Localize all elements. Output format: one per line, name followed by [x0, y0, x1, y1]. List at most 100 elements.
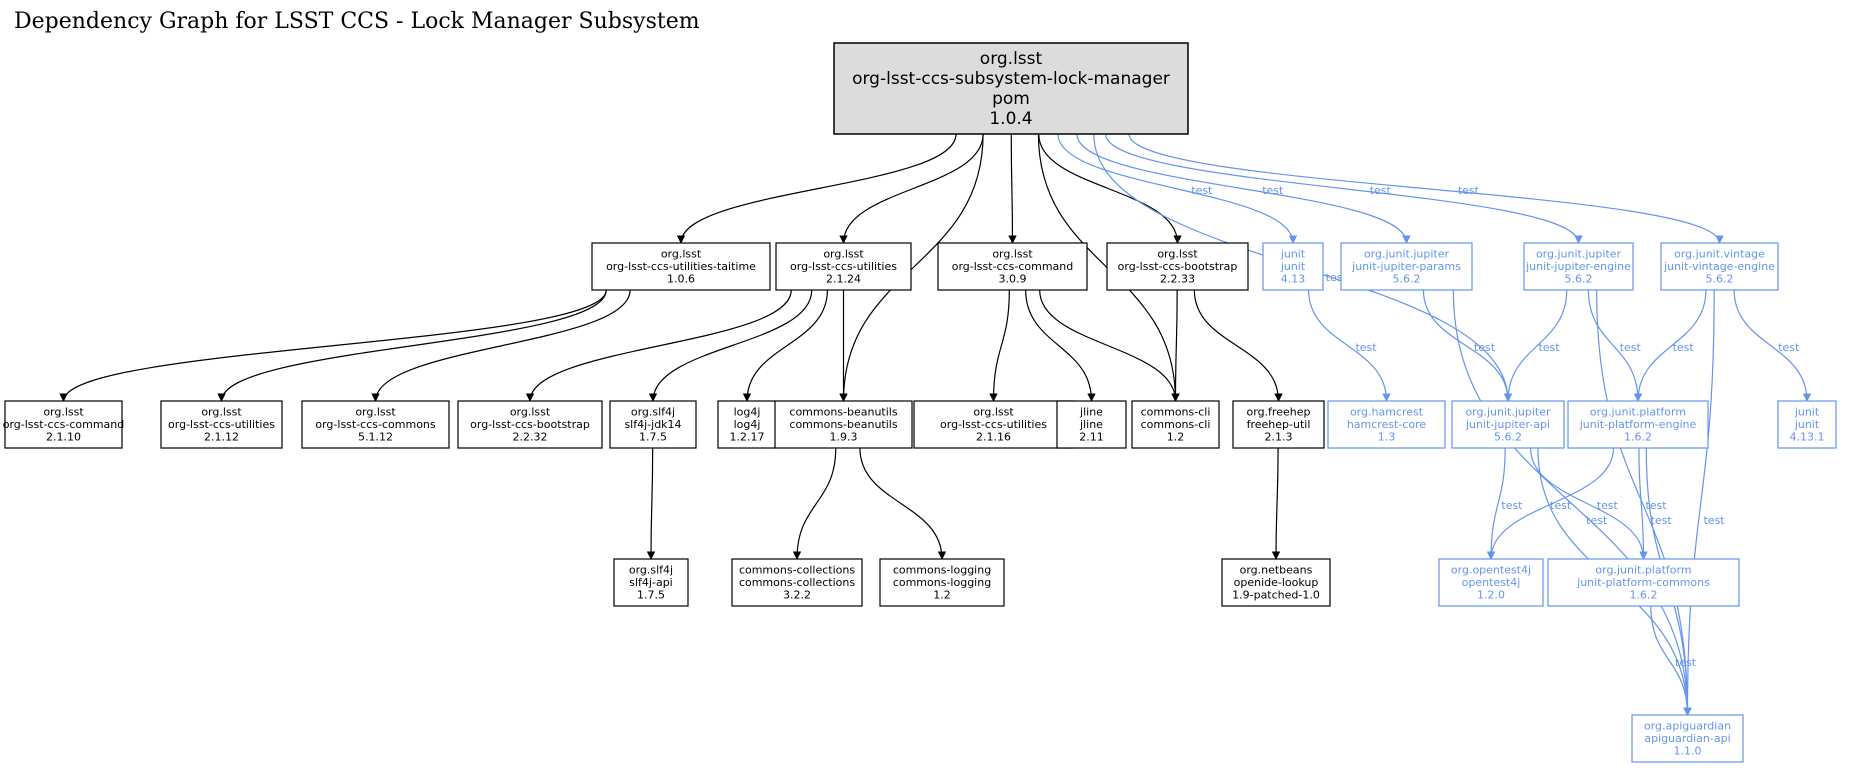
edge-label: test	[1597, 499, 1619, 512]
node-label-line: 1.0.4	[989, 109, 1032, 129]
node-label-line: opentest4j	[1462, 576, 1521, 589]
node-label-line: 1.9-patched-1.0	[1232, 589, 1320, 602]
node-params: org.junit.jupiterjunit-jupiter-params5.6…	[1340, 242, 1473, 291]
node-label-line: 2.1.16	[976, 431, 1011, 444]
node-label-line: 1.7.5	[639, 431, 667, 444]
node-label-line: 1.6.2	[1624, 431, 1652, 444]
edge-label: test	[1474, 341, 1496, 354]
edge-root-to-boot	[1038, 133, 1182, 244]
edge-pengine-to-pcommons	[1638, 447, 1648, 560]
edge-boot-to-cli	[1171, 289, 1180, 402]
node-label-line: org-lsst-ccs-utilities	[168, 418, 275, 431]
node-label-line: org.junit.jupiter	[1536, 248, 1622, 261]
node-box	[1523, 242, 1634, 291]
node-box	[1547, 558, 1740, 607]
node-label-line: 5.6.2	[1706, 273, 1734, 286]
node-label-line: org.lsst	[973, 406, 1014, 419]
node-box	[775, 242, 912, 291]
node-box	[774, 400, 913, 449]
node-label-line: junit-jupiter-params	[1351, 260, 1461, 273]
edge-label: test	[1550, 499, 1572, 512]
node-pengine: org.junit.platformjunit-platform-engine1…	[1567, 400, 1709, 449]
edge-root-to-ut	[839, 133, 984, 244]
node-label-line: commons-logging	[893, 576, 991, 589]
node-label-line: org.slf4j	[631, 406, 675, 419]
edge-jengine-to-apiguardian	[1596, 289, 1692, 716]
edge-freehep-to-openide	[1271, 447, 1281, 560]
edge-utt-to-ut2	[217, 289, 607, 402]
edge-label: test	[1704, 514, 1726, 527]
node-label-line: org.slf4j	[629, 564, 673, 577]
node-label-line: 3.2.2	[783, 589, 811, 602]
node-box	[1131, 400, 1220, 449]
edge-boot-to-freehep	[1193, 289, 1283, 402]
edge-label: test	[1675, 656, 1697, 669]
node-label-line: freehep-util	[1247, 418, 1311, 431]
edge-label: test	[1651, 514, 1673, 527]
node-label-line: org-lsst-ccs-command	[952, 260, 1074, 273]
graph-title: Dependency Graph for LSST CCS - Lock Man…	[14, 9, 700, 34]
node-label-line: org.lsst	[43, 406, 84, 419]
node-label-line: 1.2	[933, 589, 951, 602]
node-label-line: org.lsst	[510, 406, 551, 419]
node-label-line: 4.13	[1281, 273, 1306, 286]
node-label-line: junit-platform-commons	[1576, 576, 1710, 589]
node-label-line: junit-jupiter-api	[1465, 418, 1550, 431]
node-box	[1327, 400, 1446, 449]
edge-cmd-to-ut3	[989, 289, 1010, 402]
edge-root-to-cmd	[1008, 133, 1017, 244]
edge-vintage-to-junit2	[1733, 289, 1812, 402]
node-label-line: 2.1.3	[1265, 431, 1293, 444]
node-label-line: jline	[1079, 418, 1103, 431]
edge-root-to-jengine	[1104, 133, 1583, 244]
node-label-line: jline	[1079, 406, 1103, 419]
node-box	[609, 400, 697, 449]
edge-japi-to-opentest	[1486, 447, 1506, 560]
node-box	[613, 558, 689, 607]
edge-junit-to-hamcrest	[1307, 289, 1391, 402]
edge-ut-to-boot2	[525, 289, 792, 402]
node-label-line: log4j	[734, 418, 761, 431]
node-label-line: org-lsst-ccs-command	[3, 418, 125, 431]
node-box	[937, 242, 1088, 291]
node-label-line: slf4j-api	[629, 576, 672, 589]
node-label-line: 5.1.12	[358, 431, 393, 444]
node-collections: commons-collectionscommons-collections3.…	[731, 558, 863, 607]
edge-vintage-to-pengine	[1633, 289, 1707, 402]
node-label-line: 2.11	[1079, 431, 1104, 444]
node-label-line: org.junit.vintage	[1674, 248, 1765, 261]
edge-cmd-to-cli	[1039, 289, 1180, 402]
node-label-line: 1.0.6	[667, 273, 695, 286]
edge-root-to-utt	[676, 133, 957, 244]
node-label-line: 2.1.12	[204, 431, 239, 444]
node-label-line: org-lsst-ccs-utilities	[940, 418, 1047, 431]
node-box	[833, 42, 1189, 135]
edge-jengine-to-pengine	[1587, 289, 1643, 402]
node-label-line: org.hamcrest	[1350, 406, 1424, 419]
edge-vintage-to-apiguardian	[1683, 289, 1715, 716]
node-box	[1232, 400, 1325, 449]
edge-jengine-to-japi	[1503, 289, 1568, 402]
node-box	[1567, 400, 1709, 449]
node-label-line: 1.6.2	[1630, 589, 1658, 602]
node-box	[1451, 400, 1565, 449]
node-label-line: 5.6.2	[1565, 273, 1593, 286]
node-label-line: org.lsst	[1157, 248, 1198, 261]
node-box	[1056, 400, 1127, 449]
node-vintage: org.junit.vintagejunit-vintage-engine5.6…	[1660, 242, 1779, 291]
edge-label: test	[1370, 184, 1392, 197]
node-label-line: pom	[992, 89, 1030, 109]
node-label-line: commons-collections	[739, 564, 855, 577]
edge-cmd-to-jline	[1025, 289, 1096, 402]
node-box	[1777, 400, 1837, 449]
node-label-line: 1.1.0	[1674, 745, 1702, 758]
